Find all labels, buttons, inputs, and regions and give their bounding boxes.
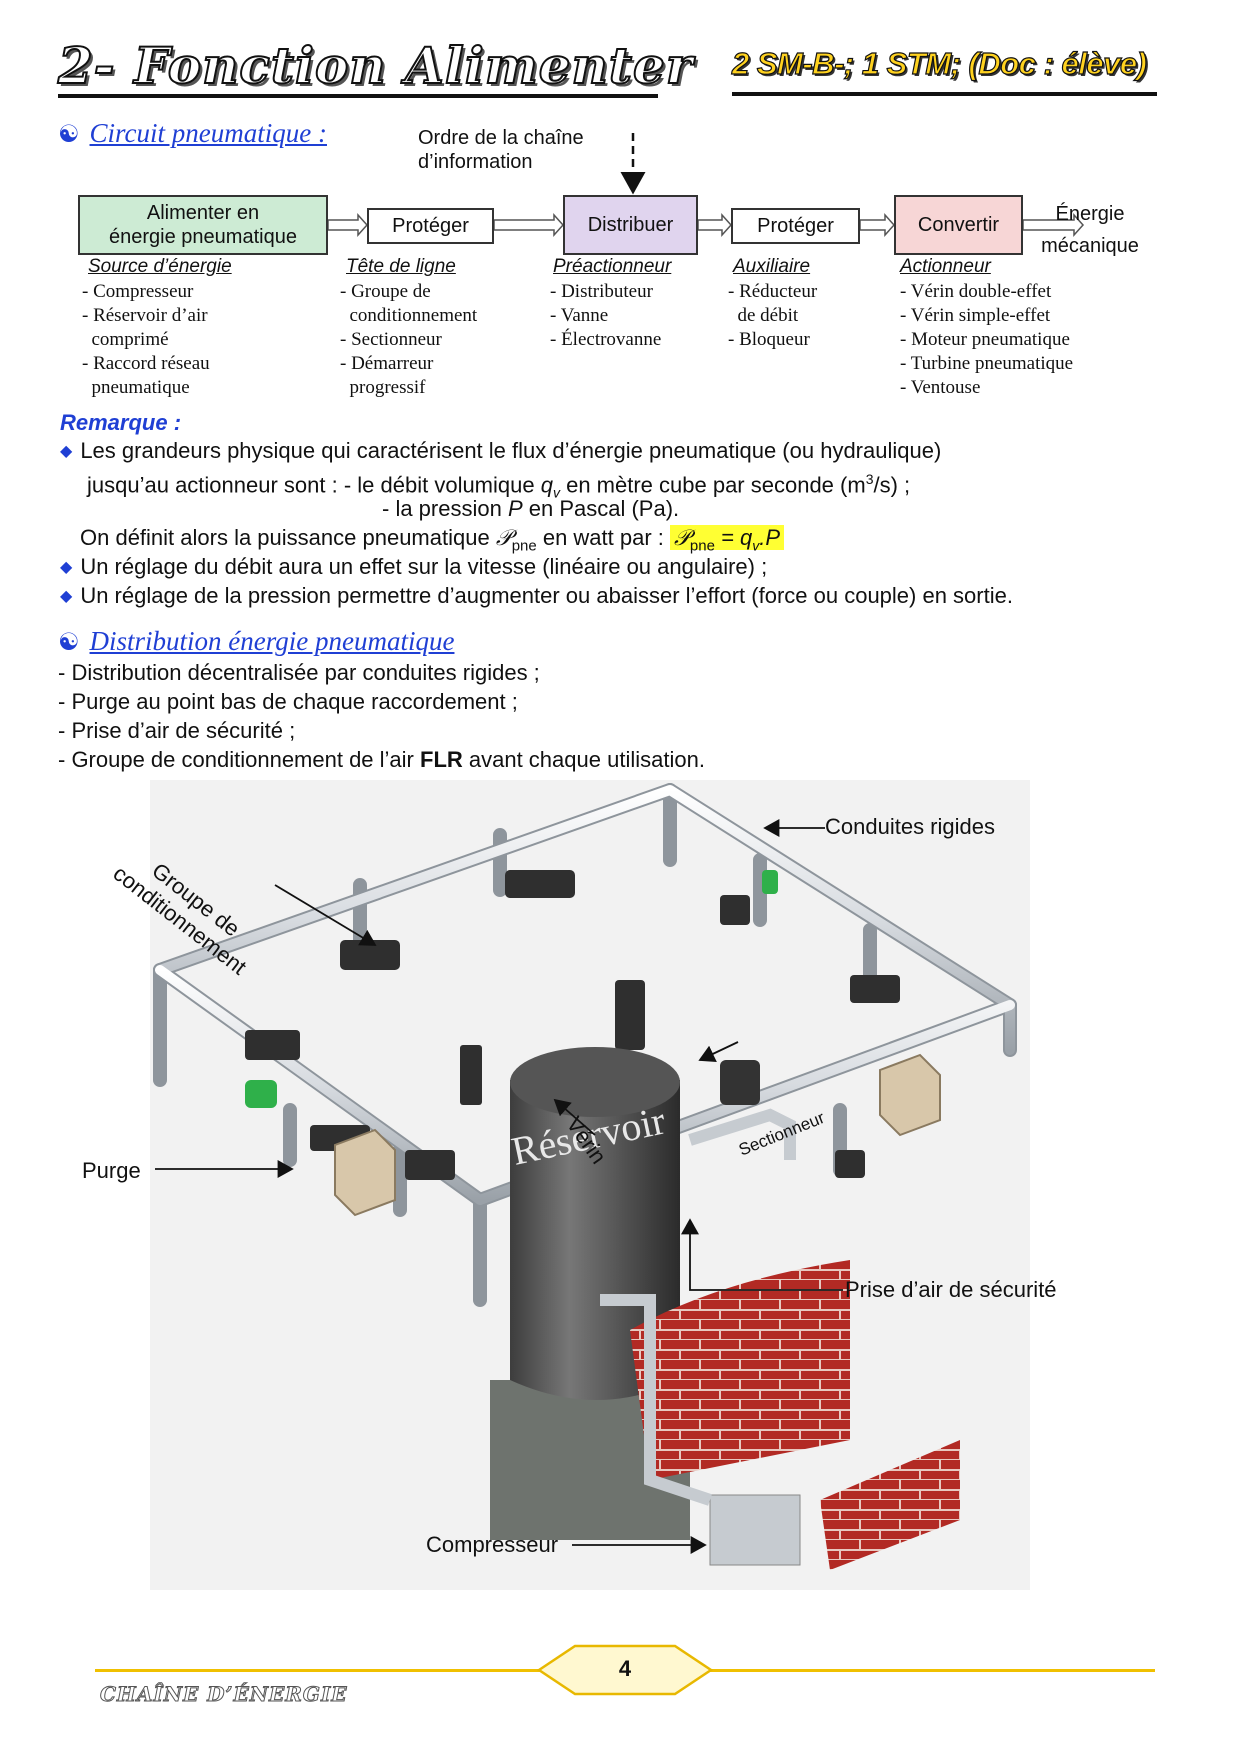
- col-title-source: Source d’énergie: [88, 256, 232, 278]
- prise-air-label: Prise d’air de sécurité: [845, 1277, 1057, 1303]
- box-distribuer: Distribuer: [563, 195, 698, 255]
- list-item: - Sectionneur: [340, 328, 477, 352]
- remark-line4-b: en watt par :: [537, 525, 670, 550]
- col-title-preactionneur: Préactionneur: [553, 256, 671, 278]
- remark-line4-a: On définit alors la puissance pneumatiqu…: [80, 525, 496, 550]
- list-item: - Réservoir d’air: [82, 304, 210, 328]
- remark-bullet2-text: Un réglage du débit aura un effet sur la…: [80, 554, 767, 579]
- formula-end: .P: [759, 525, 780, 550]
- footer-line-right: [710, 1669, 1155, 1672]
- list-item: conditionnement: [340, 304, 477, 328]
- list-item: comprimé: [82, 328, 210, 352]
- flr-line-a: - Groupe de conditionnement de l’air: [58, 747, 420, 772]
- remark-bullet3: ◆ Un réglage de la pression permettre d’a…: [60, 581, 1013, 611]
- list-item: - Vérin double-effet: [900, 280, 1073, 304]
- remark-bullet2: ◆ Un réglage du débit aura un effet sur l…: [60, 552, 767, 582]
- col-list-auxiliaire: - Réducteur de débit - Bloqueur: [728, 280, 817, 352]
- bullet-icon: ◆: [60, 443, 72, 460]
- list-item: - Démarreur: [340, 352, 477, 376]
- list-item: - Distributeur: [550, 280, 661, 304]
- remark-line3-a: - la pression: [382, 496, 508, 521]
- remark-line3-b: en Pascal (Pa).: [523, 496, 680, 521]
- col-list-tete: - Groupe de conditionnement - Sectionneu…: [340, 280, 477, 400]
- output-label-line1: Énergie: [1030, 198, 1150, 230]
- page-number: 4: [535, 1656, 715, 1682]
- purge-label: Purge: [82, 1158, 141, 1184]
- list-item: - Vanne: [550, 304, 661, 328]
- list-item: - Raccord réseau: [82, 352, 210, 376]
- box-alimenter-line2: énergie pneumatique: [109, 225, 297, 249]
- col-list-preactionneur: - Distributeur - Vanne - Électrovanne: [550, 280, 661, 352]
- col-list-source: - Compresseur - Réservoir d’air comprimé…: [82, 280, 210, 400]
- distribution-line-flr: - Groupe de conditionnement de l’air FLR…: [58, 745, 705, 774]
- list-item: - Vérin simple-effet: [900, 304, 1073, 328]
- pressure-symbol: P: [508, 496, 523, 521]
- col-list-actionneur: - Vérin double-effet - Vérin simple-effe…: [900, 280, 1073, 400]
- output-label-line2: mécanique: [1030, 230, 1150, 262]
- box-proteger-2: Protéger: [731, 208, 860, 244]
- col-title-actionneur: Actionneur: [900, 256, 991, 278]
- section-heading-distribution: ☯ Distribution énergie pneumatique: [58, 626, 454, 657]
- power-formula: 𝒫pne = qv.P: [670, 525, 784, 550]
- box-proteger-1: Protéger: [367, 208, 494, 244]
- list-item: - Compresseur: [82, 280, 210, 304]
- remark-line2-c: /s) ;: [873, 472, 910, 497]
- conduites-label: Conduites rigides: [825, 814, 995, 840]
- flr-line-b: avant chaque utilisation.: [463, 747, 705, 772]
- list-item: - Turbine pneumatique: [900, 352, 1073, 376]
- flr-bold: FLR: [420, 747, 463, 772]
- footer-line-left: [95, 1669, 540, 1672]
- output-label: Énergie mécanique: [1030, 198, 1150, 262]
- distribution-line: - Prise d’air de sécurité ;: [58, 716, 295, 745]
- col-title-tete: Tête de ligne: [346, 256, 456, 278]
- list-item: de débit: [728, 304, 817, 328]
- list-item: - Électrovanne: [550, 328, 661, 352]
- list-item: progressif: [340, 376, 477, 400]
- box-alimenter-line1: Alimenter en: [147, 201, 259, 225]
- list-item: pneumatique: [82, 376, 210, 400]
- remark-title: Remarque :: [60, 410, 181, 436]
- compresseur-label: Compresseur: [426, 1532, 558, 1558]
- remark-line1-text: Les grandeurs physique qui caractérisent…: [80, 438, 941, 463]
- formula-power-symbol: 𝒫: [674, 526, 690, 551]
- distribution-line: - Purge au point bas de chaque raccordem…: [58, 687, 518, 716]
- list-item: - Groupe de: [340, 280, 477, 304]
- list-item: - Moteur pneumatique: [900, 328, 1073, 352]
- box-alimenter: Alimenter en énergie pneumatique: [78, 195, 328, 255]
- yin-yang-icon: ☯: [58, 628, 80, 657]
- remark-bullet3-text: Un réglage de la pression permettre d’au…: [80, 583, 1013, 608]
- list-item: - Bloqueur: [728, 328, 817, 352]
- remark-line1: ◆ Les grandeurs physique qui caractérisen…: [60, 436, 941, 466]
- section-heading-text: Distribution énergie pneumatique: [90, 626, 455, 656]
- distribution-line: - Distribution décentralisée par conduit…: [58, 658, 540, 687]
- bullet-icon: ◆: [60, 588, 72, 605]
- formula-rhs: = q: [715, 525, 752, 550]
- list-item: - Ventouse: [900, 376, 1073, 400]
- remark-line3: - la pression P en Pascal (Pa).: [382, 494, 679, 523]
- col-title-auxiliaire: Auxiliaire: [733, 256, 810, 278]
- footer-brand: CHAÎNE D’ÉNERGIE: [100, 1682, 348, 1706]
- box-convertir: Convertir: [894, 195, 1023, 255]
- list-item: - Réducteur: [728, 280, 817, 304]
- bullet-icon: ◆: [60, 559, 72, 576]
- power-symbol: 𝒫: [496, 526, 512, 551]
